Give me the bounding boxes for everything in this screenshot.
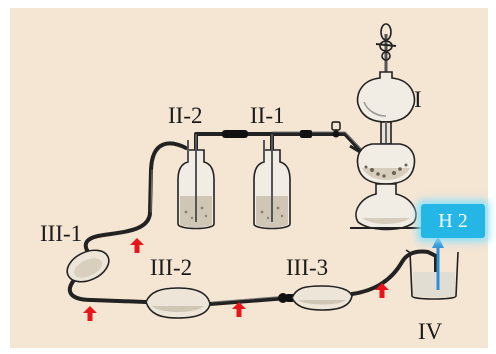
drying-bulb-3-3: [291, 285, 353, 311]
tube-joints: [222, 121, 341, 303]
drying-bulb-3-1: [66, 249, 110, 283]
label-apparatus-3-3: III-3: [286, 255, 329, 280]
label-apparatus-3-1: III-1: [40, 221, 83, 246]
label-apparatus-3-2: III-2: [150, 255, 193, 280]
flow-arrows: [83, 238, 389, 321]
up-arrow-icon: [232, 302, 246, 317]
up-arrow-icon: [83, 306, 97, 321]
drying-bulb-3-2: [145, 287, 211, 319]
wash-bottle-2-1: [253, 134, 291, 230]
wash-bottle-2-2: [177, 134, 215, 230]
label-apparatus-4: IV: [418, 319, 443, 344]
label-apparatus-2-1: II-1: [250, 103, 285, 128]
label-apparatus-2-2: II-2: [168, 103, 203, 128]
up-arrow-icon: [130, 238, 144, 253]
label-apparatus-1: I: [414, 87, 422, 112]
tube-highlights: [150, 131, 363, 303]
diagram-background: [10, 8, 488, 348]
hydrogen-label: H 2: [421, 204, 485, 238]
beaker: [405, 249, 459, 300]
up-arrow-icon: [375, 283, 389, 298]
kipp-generator: [349, 23, 424, 231]
